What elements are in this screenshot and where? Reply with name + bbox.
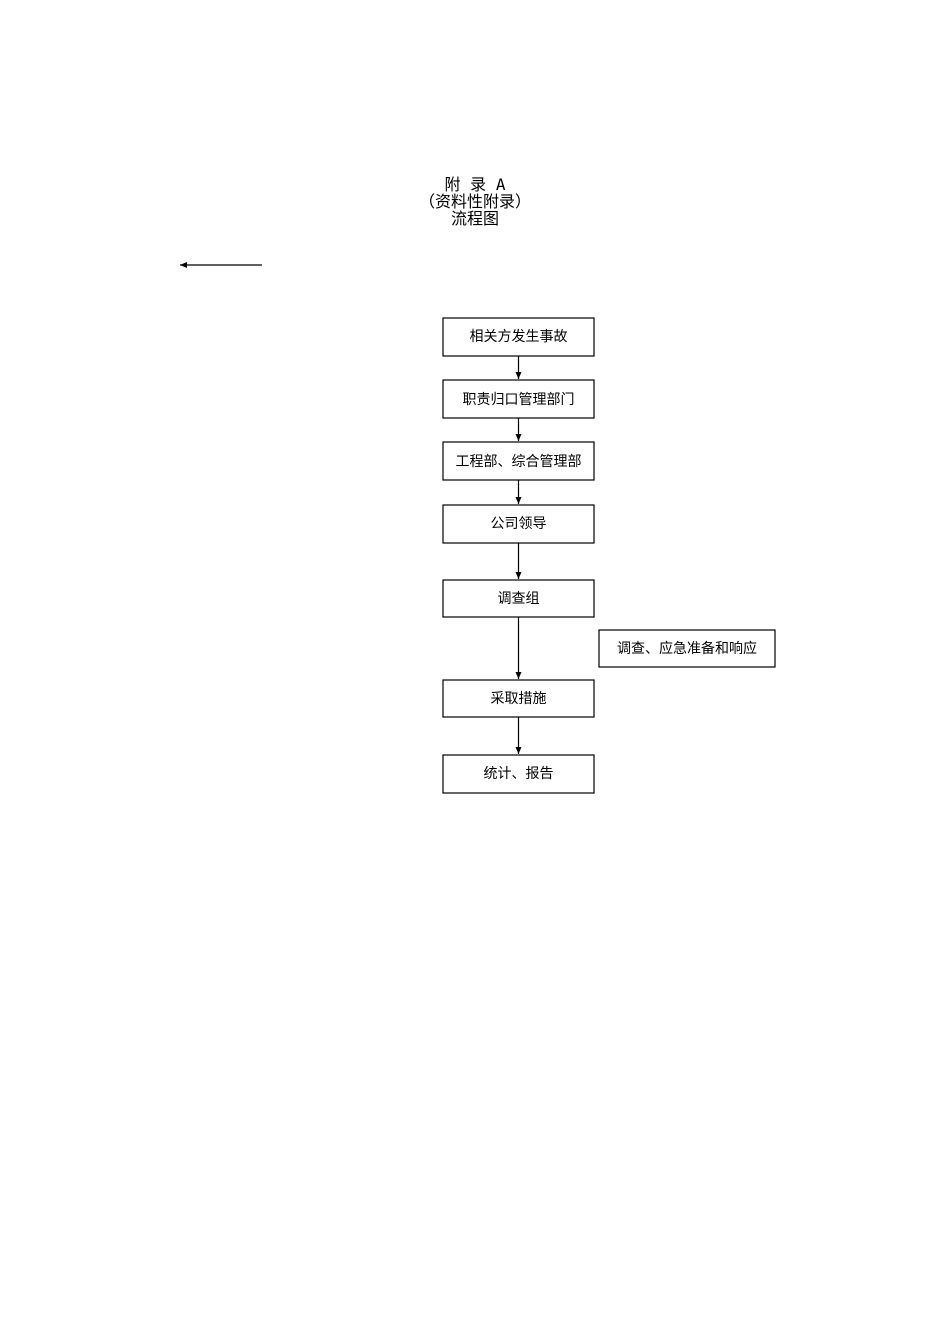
flow-node-label: 工程部、综合管理部	[456, 454, 582, 470]
flow-node-label: 职责归口管理部门	[463, 391, 575, 408]
flow-node-take-measures: 采取措施	[442, 679, 595, 718]
flow-node-label: 采取措施	[491, 691, 547, 707]
flow-node-statistics-report: 统计、报告	[442, 754, 595, 794]
flow-node-accident: 相关方发生事故	[442, 317, 595, 357]
flow-node-engineering-dept: 工程部、综合管理部	[442, 441, 595, 481]
flow-node-responsible-dept: 职责归口管理部门	[442, 379, 595, 419]
appendix-heading: 附 录 A	[444, 175, 506, 194]
flow-node-label: 调查组	[498, 591, 540, 607]
flow-node-label: 公司领导	[491, 516, 547, 532]
appendix-subtitle: （资料性附录）	[418, 192, 531, 211]
flowchart-title: 流程图	[450, 209, 499, 228]
flow-side-note: 调查、应急准备和响应	[598, 629, 776, 668]
flow-node-label: 统计、报告	[484, 766, 554, 782]
flow-side-note-label: 调查、应急准备和响应	[617, 640, 757, 657]
flow-node-investigation-team: 调查组	[442, 579, 595, 618]
flow-node-label: 相关方发生事故	[470, 329, 568, 345]
flow-node-company-leadership: 公司领导	[442, 504, 595, 544]
